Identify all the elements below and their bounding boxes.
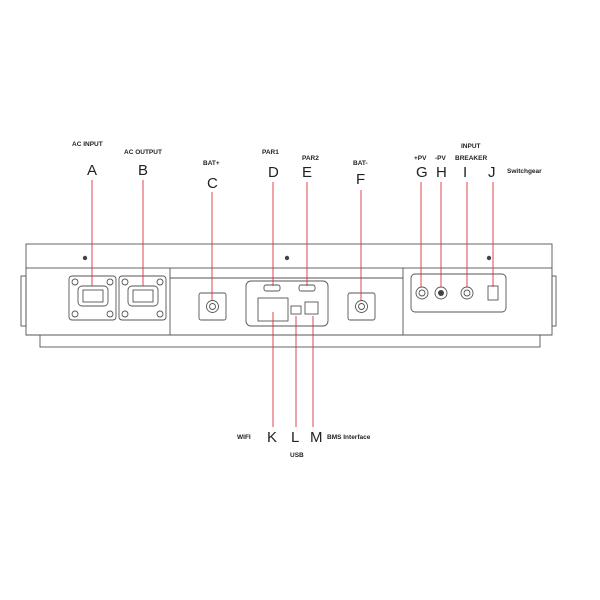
label-breaker: BREAKER: [455, 155, 487, 162]
letter-c: C: [207, 175, 218, 192]
label-pv-minus: -PV: [435, 155, 447, 162]
label-input: INPUT: [461, 143, 481, 150]
comm-panel: [245, 280, 329, 327]
letter-b: B: [138, 162, 148, 179]
label-bms-interface: BMS Interface: [327, 434, 371, 441]
label-ac-input: AC INPUT: [72, 141, 103, 148]
label-bat-minus: BAT-: [353, 160, 368, 167]
letter-f: F: [356, 171, 365, 188]
label-usb: USB: [290, 452, 304, 459]
letter-i: I: [463, 164, 467, 181]
label-par1: PAR1: [262, 149, 279, 156]
label-wifi: WIFI: [237, 434, 251, 441]
letter-h: H: [436, 164, 447, 181]
letter-k: K: [267, 429, 277, 446]
letter-l: L: [291, 429, 299, 446]
inverter-panel: [20, 243, 557, 348]
label-par2: PAR2: [302, 155, 319, 162]
label-ac-output: AC OUTPUT: [124, 149, 162, 156]
label-switchgear: Switchgear: [507, 168, 542, 175]
label-bat-plus: BAT+: [203, 160, 220, 167]
letter-a: A: [87, 162, 97, 179]
leader-lines: [91, 180, 494, 427]
ac-output-connector: [118, 275, 167, 321]
letter-e: E: [302, 164, 312, 181]
bat-minus-terminal: [347, 292, 376, 321]
bat-plus-terminal: [198, 292, 227, 321]
ac-input-connector: [68, 275, 117, 321]
letter-j: J: [488, 164, 496, 181]
letter-m: M: [310, 429, 323, 446]
label-pv-plus: +PV: [414, 155, 427, 162]
letter-g: G: [416, 164, 428, 181]
letter-d: D: [268, 164, 279, 181]
pv-breaker-panel: [410, 273, 507, 313]
